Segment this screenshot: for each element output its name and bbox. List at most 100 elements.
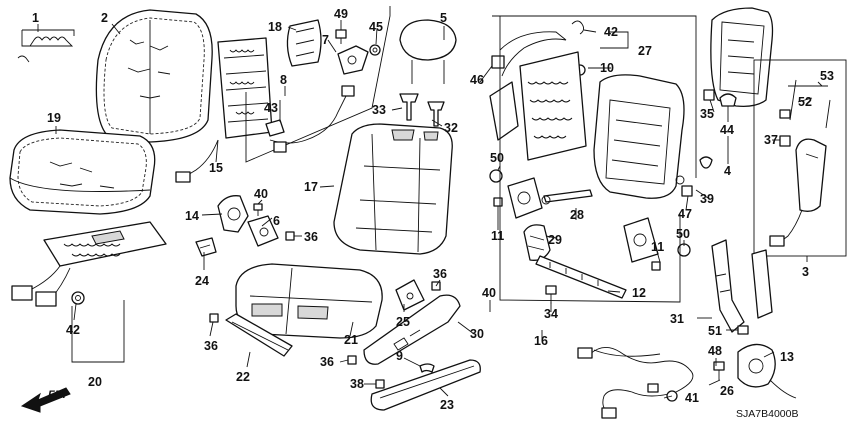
part-7-lumbar-bracket[interactable] bbox=[337, 45, 369, 75]
callout-18: 18 bbox=[268, 20, 282, 34]
callout-53: 53 bbox=[820, 69, 834, 83]
callout-15: 15 bbox=[209, 161, 223, 175]
part-36-screw-d[interactable] bbox=[347, 355, 357, 365]
part-46-knob[interactable] bbox=[491, 55, 505, 69]
part-28-rod[interactable] bbox=[541, 189, 593, 205]
callout-7: 7 bbox=[322, 33, 329, 47]
front-direction-arrow bbox=[20, 387, 71, 413]
callout-50-b: 50 bbox=[676, 227, 690, 241]
part-24-clip[interactable] bbox=[195, 237, 217, 257]
part-23-trim-lower[interactable] bbox=[370, 359, 481, 411]
part-38-screw[interactable] bbox=[375, 379, 385, 389]
callout-36-a: 36 bbox=[304, 230, 318, 244]
part-53-retainer[interactable] bbox=[779, 79, 831, 129]
part-5-headrest[interactable] bbox=[399, 19, 457, 84]
part-19-seat-cushion-cover[interactable] bbox=[9, 129, 156, 215]
part-42-harness-clip-left[interactable] bbox=[71, 291, 85, 305]
callout-1: 1 bbox=[32, 11, 39, 25]
part-32-headrest-guide-lock[interactable] bbox=[427, 101, 445, 127]
part-11-bolt-left[interactable] bbox=[493, 197, 503, 207]
callout-20: 20 bbox=[88, 375, 102, 389]
part-3-group-box bbox=[753, 59, 847, 257]
part-2-seat-back-cover[interactable] bbox=[95, 9, 213, 143]
callout-6: 6 bbox=[273, 214, 280, 228]
leader-lines bbox=[37, 20, 823, 399]
part-13-switch-assembly[interactable] bbox=[737, 343, 797, 399]
part-40-screw-left[interactable] bbox=[253, 203, 263, 216]
part-49-screw[interactable] bbox=[335, 29, 347, 44]
part-29-motor[interactable] bbox=[523, 224, 551, 261]
frame-group-bracket bbox=[492, 15, 697, 303]
callout-24: 24 bbox=[195, 274, 209, 288]
callout-31: 31 bbox=[670, 312, 684, 326]
callout-13: 13 bbox=[780, 350, 794, 364]
callout-40-b: 40 bbox=[482, 286, 496, 300]
part-27-spring-cable[interactable] bbox=[499, 20, 585, 77]
callout-42-a: 42 bbox=[66, 323, 80, 337]
callout-10: 10 bbox=[600, 61, 614, 75]
part-14-recliner-cover[interactable] bbox=[217, 195, 249, 233]
callout-46: 46 bbox=[470, 73, 484, 87]
callout-49: 49 bbox=[334, 7, 348, 21]
callout-32: 32 bbox=[444, 121, 458, 135]
part-37-bolt[interactable] bbox=[779, 135, 791, 147]
callout-40-a: 40 bbox=[254, 187, 268, 201]
callout-26: 26 bbox=[720, 384, 734, 398]
part-47-nut[interactable] bbox=[681, 185, 693, 197]
part-8-harness[interactable] bbox=[269, 85, 355, 144]
callout-19: 19 bbox=[47, 111, 61, 125]
part-20-seat-cushion-heater[interactable] bbox=[11, 221, 167, 307]
callout-38: 38 bbox=[350, 377, 364, 391]
callout-22: 22 bbox=[236, 370, 250, 384]
callout-30: 30 bbox=[470, 327, 484, 341]
part-51-bolt[interactable] bbox=[737, 325, 749, 335]
part-17-seat-back-pad[interactable] bbox=[333, 123, 453, 255]
part-48-bolt[interactable] bbox=[713, 361, 725, 380]
callout-16: 16 bbox=[534, 334, 548, 348]
part-18-lumbar-cover[interactable] bbox=[286, 19, 322, 67]
part-25-bracket[interactable] bbox=[395, 279, 425, 311]
callout-48: 48 bbox=[708, 344, 722, 358]
callout-23: 23 bbox=[440, 398, 454, 412]
callout-39: 39 bbox=[700, 192, 714, 206]
part-50-nut-top[interactable] bbox=[489, 169, 503, 183]
part-33-headrest-guide[interactable] bbox=[399, 93, 419, 121]
part-4-seat-back-frame-rear[interactable] bbox=[710, 7, 774, 108]
seat-back-frame-spring[interactable] bbox=[489, 51, 587, 161]
callout-29: 29 bbox=[548, 233, 562, 247]
callout-11-left: 11 bbox=[491, 229, 504, 243]
part-9-switch[interactable] bbox=[419, 363, 435, 373]
callout-34: 34 bbox=[544, 307, 558, 321]
part-39-clip[interactable] bbox=[699, 156, 713, 169]
recliner-mechanism-left[interactable] bbox=[507, 177, 543, 219]
callout-27: 27 bbox=[638, 44, 652, 58]
side-airbag-module[interactable] bbox=[769, 138, 827, 247]
callout-5: 5 bbox=[440, 11, 447, 25]
part-35-bolt[interactable] bbox=[703, 89, 715, 101]
callout-3: 3 bbox=[802, 265, 809, 279]
callout-2: 2 bbox=[101, 11, 108, 25]
callout-11-right: 11 bbox=[651, 240, 664, 254]
part-44-clip[interactable] bbox=[719, 93, 737, 107]
part-11-bolt-right[interactable] bbox=[651, 261, 661, 271]
callout-51: 51 bbox=[708, 324, 722, 338]
callout-37: 37 bbox=[764, 133, 778, 147]
part-34-bolt[interactable] bbox=[545, 285, 557, 304]
part-43-connector[interactable] bbox=[265, 119, 287, 153]
seat-back-frame[interactable] bbox=[593, 74, 685, 199]
callout-42-b: 42 bbox=[604, 25, 618, 39]
part-6-bracket[interactable] bbox=[247, 215, 279, 247]
callout-33: 33 bbox=[372, 103, 386, 117]
part-36-screw-a[interactable] bbox=[285, 231, 295, 241]
part-31-harness-bracket[interactable] bbox=[711, 239, 773, 333]
part-36-screw-b[interactable] bbox=[209, 313, 219, 323]
callout-21: 21 bbox=[344, 333, 358, 347]
part-30-side-trim[interactable] bbox=[363, 294, 461, 365]
part-26-wire-harness[interactable] bbox=[577, 347, 694, 419]
part-22-side-cover[interactable] bbox=[225, 313, 293, 357]
callout-50-a: 50 bbox=[490, 151, 504, 165]
part-1-clip-set[interactable] bbox=[17, 29, 75, 63]
part-45-nut[interactable] bbox=[369, 44, 381, 56]
part-12-torsion-bar[interactable] bbox=[535, 255, 627, 299]
